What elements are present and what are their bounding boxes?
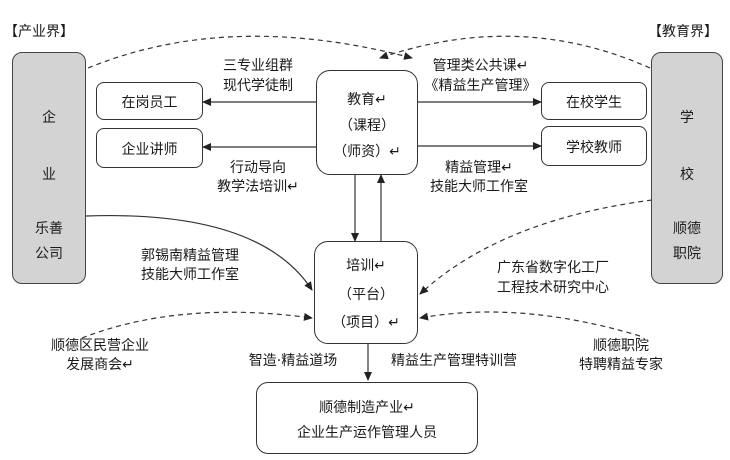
- action-label-line2: 教学法培训↵: [217, 179, 299, 195]
- apprentice-label-line2: 现代学徒制: [223, 78, 293, 94]
- enterprise-lecturer-box: 企业讲师: [96, 128, 203, 168]
- gd-center-label-line1: 广东省数字化工厂: [497, 260, 609, 276]
- education-line3: （师资）↵: [333, 144, 401, 160]
- training-line3: （项目）↵: [332, 315, 400, 331]
- arc-industry-to-education: [87, 35, 413, 69]
- training-line2: （平台）: [338, 287, 394, 303]
- guo-studio-label-line1: 郭锡南精益管理: [141, 248, 239, 264]
- education-line2: （课程）: [339, 118, 395, 134]
- apprentice-label-line1: 三专业组群: [223, 58, 293, 74]
- training-box: 培训↵ （平台） （项目）↵: [314, 241, 418, 344]
- lean-master-label-line2: 技能大师工作室: [430, 179, 528, 195]
- onjob-staff-box: 在岗员工: [96, 82, 203, 120]
- school-shunde-panel: 学 校 顺德 职院: [651, 52, 723, 284]
- curve-enterprise-to-training: [85, 214, 313, 291]
- school-line2: 校: [680, 167, 694, 183]
- industry-line2: 企业生产运作管理人员: [297, 425, 437, 441]
- enterprise-lecturer-text: 企业讲师: [121, 142, 178, 158]
- curve-chamber-to-training: [81, 311, 313, 339]
- school-line3: 顺德: [673, 221, 701, 237]
- enterprise-line2: 业: [42, 167, 56, 183]
- chamber-label-line2: 发展商会↵: [66, 357, 134, 373]
- dojo-label: 智造·精益道场: [248, 353, 338, 369]
- education-line1: 教育↵: [347, 92, 387, 108]
- enterprise-line4: 公司: [35, 246, 63, 262]
- school-teachers-text: 学校教师: [566, 140, 622, 156]
- school-teachers-box: 学校教师: [541, 126, 647, 166]
- industry-personnel-box: 顺德制造产业↵ 企业生产运作管理人员: [256, 382, 478, 454]
- industry-sector-label: 【产业界】: [4, 24, 74, 40]
- enterprise-line1: 企: [42, 110, 56, 126]
- school-students-text: 在校学生: [566, 95, 622, 111]
- curve-school-to-training: [419, 199, 653, 295]
- training-line1: 培训↵: [346, 258, 386, 274]
- school-line4: 职院: [673, 246, 701, 262]
- onjob-staff-text: 在岗员工: [121, 95, 178, 111]
- education-sector-label: 【教育界】: [648, 24, 718, 40]
- gd-center-label-line2: 工程技术研究中心: [497, 280, 609, 296]
- chamber-label-line1: 顺德区民营企业: [51, 338, 149, 354]
- lean-master-label-line1: 精益管理↵: [445, 160, 513, 176]
- action-label-line1: 行动导向: [230, 160, 286, 176]
- public-course-label-line2: 《精益生产管理》: [424, 78, 537, 94]
- arc-school-to-education: [379, 35, 651, 69]
- curve-experts-to-training: [419, 311, 641, 337]
- camp-label: 精益生产管理特训营: [391, 353, 517, 369]
- enterprise-line3: 乐善: [35, 221, 63, 237]
- guo-studio-label-line2: 技能大师工作室: [141, 267, 239, 283]
- school-line1: 学: [680, 110, 694, 126]
- public-course-label-line1: 管理类公共课↵: [432, 58, 529, 74]
- industry-line1: 顺德制造产业↵: [319, 400, 415, 416]
- education-box: 教育↵ （课程） （师资）↵: [316, 70, 418, 175]
- experts-label-line1: 顺德职院: [593, 338, 649, 354]
- school-students-box: 在校学生: [541, 82, 647, 120]
- experts-label-line2: 特聘精益专家: [579, 357, 663, 373]
- enterprise-lesan-panel: 企 业 乐善 公司: [12, 52, 86, 284]
